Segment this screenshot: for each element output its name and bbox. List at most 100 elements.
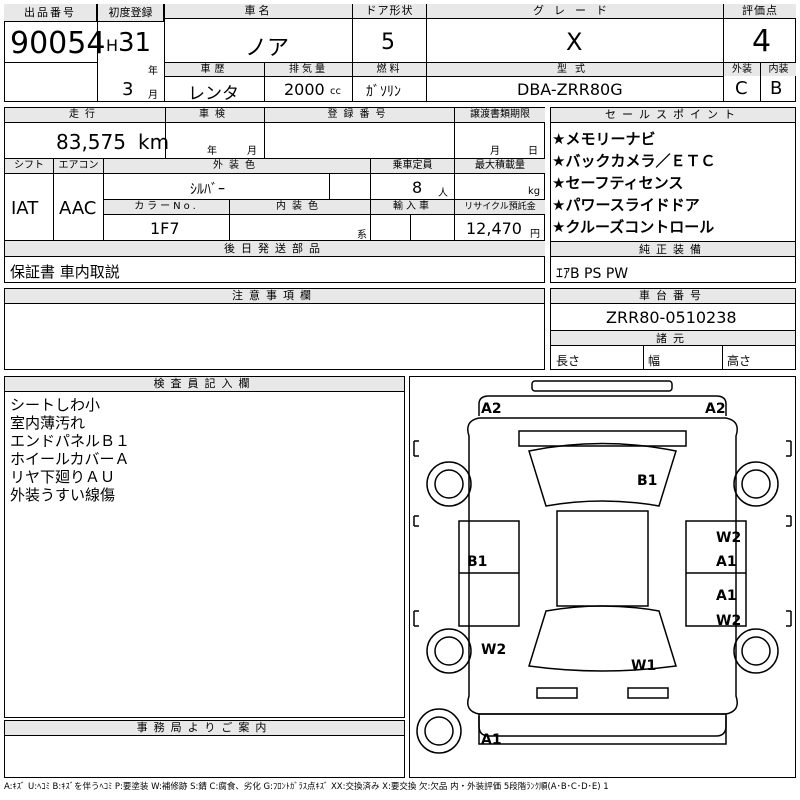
recycle-value: 12,470 xyxy=(466,219,522,238)
sales-points-label: セールスポイント xyxy=(551,108,795,123)
int-color-label: 内装色 xyxy=(230,200,370,214)
damage-mark: W2 xyxy=(716,613,741,629)
inspector-line: シートしわ小 xyxy=(10,396,101,414)
dims-label: 諸元 xyxy=(551,331,795,346)
interior-label: 内装 xyxy=(761,63,796,76)
parts-label: 後日発送部品 xyxy=(5,241,545,256)
exterior-label: 外装 xyxy=(724,63,760,76)
displacement-value: 2000 xyxy=(284,80,325,99)
score-value: 4 xyxy=(752,24,772,59)
grade-value: X xyxy=(566,28,583,56)
car-name-label: 車名 xyxy=(165,4,352,19)
mileage-label: 走行 xyxy=(5,108,165,122)
inspector-line: エンドパネルＢ１ xyxy=(10,432,131,450)
import-label: 輸入車 xyxy=(371,200,454,214)
fuel-label: 燃料 xyxy=(353,63,426,76)
inspection-label: 車検 xyxy=(166,108,264,122)
grade-label: グレード xyxy=(427,4,723,19)
history-label: 車歴 xyxy=(165,63,264,76)
dims-height-label: 高さ xyxy=(727,354,752,368)
sales-point-item: ★パワースライドドア xyxy=(552,196,700,214)
shift-value: IAT xyxy=(11,198,39,219)
damage-mark: A1 xyxy=(716,554,737,570)
displacement-unit: cc xyxy=(330,86,341,97)
car-diagram xyxy=(409,376,796,778)
damage-mark: W2 xyxy=(481,642,506,658)
damage-mark: A1 xyxy=(716,588,737,604)
transfer-month-unit: 月 xyxy=(490,146,500,157)
exterior-grade: C xyxy=(735,78,748,99)
reg-era: H xyxy=(106,36,119,55)
int-color-unit: 系 xyxy=(357,230,367,241)
inspection-year-unit: 年 xyxy=(207,146,217,157)
car-name: ノア xyxy=(245,36,290,61)
door-value: 5 xyxy=(381,30,395,55)
notes-block xyxy=(4,288,545,370)
office-block xyxy=(4,720,405,778)
inspector-label: 検査員記入欄 xyxy=(5,377,404,392)
shift-label: シフト xyxy=(5,159,53,173)
inspector-line: 外装うすい線傷 xyxy=(10,486,116,504)
sales-point-item: ★セーフティセンス xyxy=(552,174,684,192)
inspector-lines: シートしわ小 室内薄汚れ エンドパネルＢ１ ホイールカバーＡ リヤ下廻りＡＵ 外… xyxy=(10,394,131,504)
sales-points-block xyxy=(550,107,796,283)
lot-label-cell: 出品番号 xyxy=(4,4,97,22)
load-unit: kg xyxy=(528,186,541,197)
dims-width-label: 幅 xyxy=(648,354,661,368)
score-label: 評価点 xyxy=(724,4,796,19)
equipment-value: ｴｱB PS PW xyxy=(556,266,629,282)
sales-points-list: ★メモリーナビ ★バックカメラ／ＥＴＣ ★セーフティセンス ★パワースライドドア… xyxy=(552,128,792,238)
chassis-block xyxy=(550,288,796,370)
inspector-line: リヤ下廻りＡＵ xyxy=(10,468,116,486)
transfer-day-unit: 日 xyxy=(528,146,538,157)
fuel-value: ｶﾞｿﾘﾝ xyxy=(366,84,401,100)
capacity-value: 8 xyxy=(412,178,423,197)
regno-label: 登録番号 xyxy=(265,108,454,122)
inspector-line: ホイールカバーＡ xyxy=(10,450,130,468)
ext-color-value: ｼﾙﾊﾞｰ xyxy=(190,182,225,198)
capacity-label: 乗車定員 xyxy=(371,159,454,173)
color-no-label: カラーNo. xyxy=(104,200,229,214)
dims-length-label: 長さ xyxy=(556,354,581,368)
parts-value: 保証書 車内取説 xyxy=(10,263,120,281)
inspection-month-unit: 月 xyxy=(247,146,257,157)
recycle-label: リサイクル預託金 xyxy=(455,200,545,214)
reg-year: 31 xyxy=(118,28,152,58)
load-label: 最大積載量 xyxy=(455,159,545,173)
damage-mark: W2 xyxy=(716,530,741,546)
chassis-label: 車台番号 xyxy=(551,289,795,304)
mileage-value: 83,575 xyxy=(56,130,126,154)
transfer-label: 譲渡書類期限 xyxy=(455,108,545,122)
reg-month: 3 xyxy=(122,79,134,100)
damage-mark: A1 xyxy=(481,732,502,748)
ac-value: AAC xyxy=(59,198,97,219)
mileage-unit: km xyxy=(138,130,170,154)
ac-label: エアコン xyxy=(54,159,103,173)
recycle-unit: 円 xyxy=(530,229,540,240)
car-diagram-drawing: A2 A2 B1 B1 W2 A1 A1 W2 W2 W1 A1 xyxy=(413,380,792,754)
model-value: DBA-ZRR80G xyxy=(517,80,623,99)
notes-label: 注意事項欄 xyxy=(5,289,544,304)
sales-point-item: ★クルーズコントロール xyxy=(552,218,715,236)
displacement-label: 排気量 xyxy=(265,63,352,76)
legend: A:ｷｽﾞ U:ﾍｺﾐ B:ｷｽﾞを伴うﾍｺﾐ P:要塗装 W:補修跡 S:錆 … xyxy=(4,782,609,792)
capacity-unit: 人 xyxy=(438,188,448,199)
door-label: ドア形状 xyxy=(353,4,426,19)
history-value: レンタ xyxy=(188,84,239,104)
lot-number: 90054 xyxy=(10,26,106,61)
sales-point-item: ★バックカメラ／ＥＴＣ xyxy=(552,152,716,170)
chassis-number: ZRR80-0510238 xyxy=(606,308,737,327)
damage-mark: B1 xyxy=(637,473,657,489)
interior-grade: B xyxy=(770,78,783,99)
vehicle-info-block xyxy=(4,107,545,283)
damage-mark: A2 xyxy=(481,401,502,417)
reg-month-unit: 月 xyxy=(148,90,158,101)
damage-mark: W1 xyxy=(631,658,656,674)
color-no-value: 1F7 xyxy=(150,219,180,238)
sales-point-item: ★メモリーナビ xyxy=(552,130,656,148)
model-label: 型式 xyxy=(427,63,723,76)
ext-color-label: 外装色 xyxy=(104,159,370,173)
equipment-label: 純正装備 xyxy=(551,242,795,257)
inspector-block xyxy=(4,376,405,718)
damage-mark: A2 xyxy=(705,401,726,417)
